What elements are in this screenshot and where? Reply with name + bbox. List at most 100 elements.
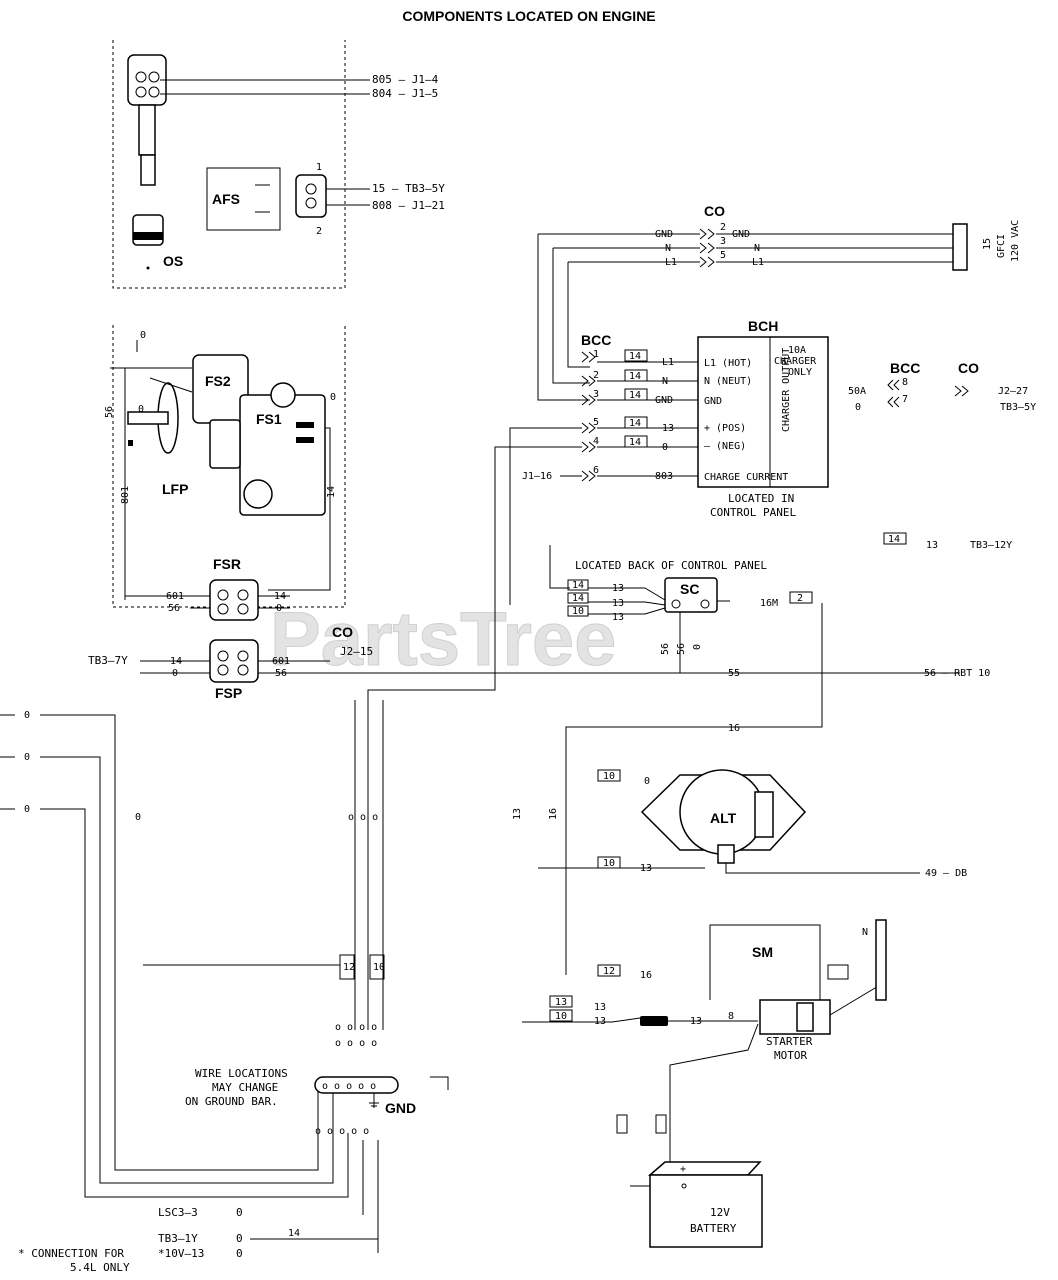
afs-wire-2: 808 — J1–21 bbox=[372, 199, 445, 212]
sm-13a: 13 bbox=[594, 1002, 606, 1013]
bcc-w14c: 14 bbox=[629, 390, 641, 401]
gnd-note-2: MAY CHANGE bbox=[212, 1081, 278, 1094]
sc-56a: 56 bbox=[660, 643, 671, 655]
fs1-label: FS1 bbox=[256, 411, 282, 427]
wire-13-vert: 13 bbox=[512, 808, 523, 820]
bch-pos: + (POS) bbox=[704, 423, 746, 434]
fsr-56: 56 bbox=[168, 603, 180, 614]
afs-label: AFS bbox=[212, 191, 240, 207]
sm-13c: 13 bbox=[690, 1016, 702, 1027]
fsp-connector: FSP TB3–7Y 14 0 601 56 CO J2–15 bbox=[88, 624, 960, 701]
ls-0a: 0 bbox=[236, 1206, 243, 1219]
co-connector-top: CO GND N L1 2 3 5 GND N L1 120 VAC GFCI … bbox=[537, 203, 1021, 401]
bcc-pin-5: 5 bbox=[593, 417, 599, 428]
conn-0: 0 bbox=[236, 1247, 243, 1260]
gnd-note-1: WIRE LOCATIONS bbox=[195, 1067, 288, 1080]
bcc-803: 803 bbox=[655, 471, 673, 482]
afs-wire-1: 15 — TB3–5Y bbox=[372, 182, 445, 195]
conn-10v13: *10V–13 bbox=[158, 1247, 204, 1260]
starter-contactor: LOCATED BACK OF CONTROL PANEL SC 14 14 1… bbox=[549, 545, 990, 975]
sc-box14: 14 bbox=[572, 580, 584, 591]
bch-only: ONLY bbox=[788, 367, 812, 378]
page-title: COMPONENTS LOCATED ON ENGINE bbox=[402, 8, 655, 24]
sc-13c: 13 bbox=[612, 612, 624, 623]
battery-voltage: 12V bbox=[710, 1206, 730, 1219]
bch-gnd: GND bbox=[704, 396, 722, 407]
right-bcc-7: 7 bbox=[902, 394, 908, 405]
ls-0b: 0 bbox=[236, 1232, 243, 1245]
wire-56-rbt: 56 — RBT 10 bbox=[924, 668, 990, 679]
bch-label: BCH bbox=[748, 318, 778, 334]
fs-wire-801: 801 bbox=[120, 486, 131, 504]
fs2-label: FS2 bbox=[205, 373, 231, 389]
supply-15: 15 bbox=[982, 238, 993, 250]
mid-box: 12 bbox=[343, 962, 355, 973]
conn-note-2: 5.4L ONLY bbox=[70, 1261, 130, 1274]
alt-13: 13 bbox=[640, 863, 652, 874]
co-pin-3: 3 bbox=[720, 236, 726, 247]
fsp-14: 14 bbox=[170, 656, 182, 667]
fs-wire-14: 14 bbox=[326, 486, 337, 498]
sc-16m: 16M bbox=[760, 598, 778, 609]
alt-label: ALT bbox=[710, 810, 737, 826]
bch-10a: 10A bbox=[788, 345, 806, 356]
bcc-13: 13 bbox=[662, 423, 674, 434]
fs-wire-56: 56 bbox=[104, 406, 115, 418]
left-0d: 0 bbox=[135, 812, 141, 823]
wire-bundle-b: o o o o bbox=[335, 1022, 377, 1033]
tb3-12y: TB3–12Y bbox=[970, 540, 1012, 551]
fsp-label: FSP bbox=[215, 685, 242, 701]
co-n-left: N bbox=[665, 243, 671, 254]
fsr-label: FSR bbox=[213, 556, 241, 572]
fs-wire-0c: 0 bbox=[330, 392, 336, 403]
right-bcc-label: BCC bbox=[890, 360, 920, 376]
bcc-pin-1: 1 bbox=[593, 349, 599, 360]
bcc-gnd: GND bbox=[655, 395, 673, 406]
bcc-pin-3: 3 bbox=[593, 389, 599, 400]
fsp-j2-15: J2–15 bbox=[340, 645, 373, 658]
wire-16b: 16 bbox=[548, 808, 559, 820]
co-gnd-right: GND bbox=[732, 229, 750, 240]
watermark: PartsTree bbox=[270, 597, 616, 682]
left-0b: 0 bbox=[24, 752, 30, 763]
starter-label: STARTER bbox=[766, 1035, 813, 1048]
afs-pin-2: 2 bbox=[316, 226, 322, 237]
os-wire-2: 804 — J1–5 bbox=[372, 87, 438, 100]
right-50a: 50A bbox=[848, 386, 866, 397]
gnd-label: GND bbox=[385, 1100, 416, 1116]
bch-l1: L1 (HOT) bbox=[704, 358, 752, 369]
bcc-n: N bbox=[662, 376, 668, 387]
sm-16: 16 bbox=[640, 970, 652, 981]
fsr-601: 601 bbox=[166, 591, 184, 602]
sc-box14b: 14 bbox=[572, 593, 584, 604]
bcc-pin-4: 4 bbox=[593, 436, 599, 447]
motor-label: MOTOR bbox=[774, 1049, 807, 1062]
supply-voltage: 120 VAC bbox=[1010, 220, 1021, 262]
alt-box10b: 10 bbox=[603, 858, 615, 869]
fs-wire-0a: 0 bbox=[140, 330, 146, 341]
afs-pin-1: 1 bbox=[316, 162, 322, 173]
fsp-0: 0 bbox=[172, 668, 178, 679]
ls-tb3: TB3–1Y bbox=[158, 1232, 198, 1245]
bcc-l1: L1 bbox=[662, 357, 674, 368]
mid-box2: 10 bbox=[373, 962, 385, 973]
bch-located: LOCATED IN bbox=[728, 492, 794, 505]
co-n-right: N bbox=[754, 243, 760, 254]
bcc-label: BCC bbox=[581, 332, 611, 348]
co-l1-right: L1 bbox=[752, 257, 764, 268]
lfp-label: LFP bbox=[162, 481, 188, 497]
bch-vertical: CHARGER OUTPUT bbox=[781, 348, 792, 432]
alt-49: 49 — DB bbox=[925, 868, 967, 879]
sc-box2: 2 bbox=[797, 593, 803, 604]
bch-panel: CONTROL PANEL bbox=[710, 506, 796, 519]
co-gnd-left: GND bbox=[655, 229, 673, 240]
battery-label: BATTERY bbox=[690, 1222, 737, 1235]
ls-lsc3: LSC3–3 bbox=[158, 1206, 198, 1219]
fsr-14: 14 bbox=[274, 591, 286, 602]
right-tb3-5y: TB3–5Y bbox=[1000, 402, 1036, 413]
sc-56b: 56 bbox=[676, 643, 687, 655]
fs-wire-0b: 0 bbox=[138, 404, 144, 415]
left-0a: 0 bbox=[24, 710, 30, 721]
alt-0: 0 bbox=[644, 776, 650, 787]
ground-bar-holes: o o o o o bbox=[322, 1081, 376, 1092]
